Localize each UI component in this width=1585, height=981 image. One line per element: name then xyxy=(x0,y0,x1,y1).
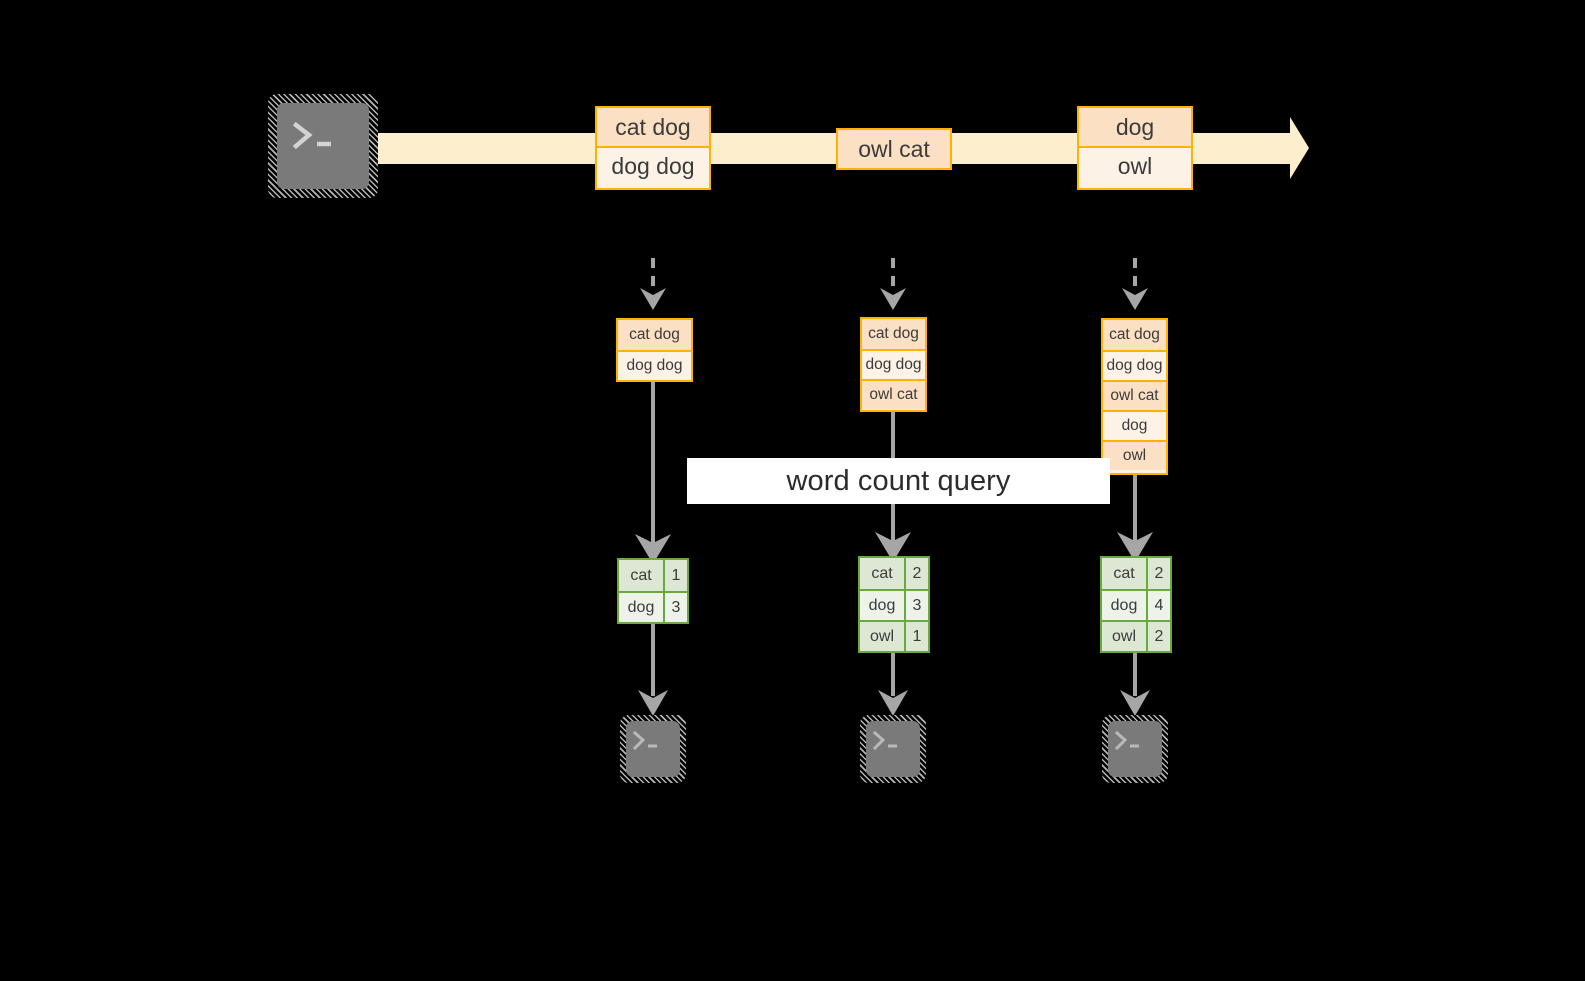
column-2-word-3: owl xyxy=(860,622,904,651)
stream-batch-3-line-1: dog xyxy=(1079,108,1191,146)
column-3-count-3: 2 xyxy=(1146,622,1170,651)
prompt-caret-underscore-icon xyxy=(632,730,657,751)
column-2-count-table[interactable]: cat 2 dog 3 owl 1 xyxy=(858,556,930,653)
stream-batch-1[interactable]: cat dog dog dog xyxy=(595,106,711,190)
column-3-query-line xyxy=(1133,475,1137,550)
column-1-accumulated-records[interactable]: cat dog dog dog xyxy=(616,318,693,382)
stream-batch-3[interactable]: dog owl xyxy=(1077,106,1193,190)
column-3-sink-line xyxy=(1133,653,1137,696)
column-1-sink-line xyxy=(651,624,655,696)
column-3-count-1: 2 xyxy=(1146,558,1170,589)
table-row: owl 2 xyxy=(1102,620,1170,651)
column-3-word-1: cat xyxy=(1102,558,1146,589)
column-2-feed-dash xyxy=(891,258,895,290)
stream-arrowhead xyxy=(1290,117,1309,179)
column-1-record-1: cat dog xyxy=(618,320,691,350)
column-2-sink-arrowhead xyxy=(878,690,908,716)
column-1-sink-arrowhead xyxy=(638,690,668,716)
column-3-accumulated-records[interactable]: cat dog dog dog owl cat dog owl xyxy=(1101,318,1168,475)
column-1-word-2: dog xyxy=(619,593,663,622)
column-2-query-arrowhead xyxy=(875,532,911,562)
column-3-sink-terminal-icon xyxy=(1102,715,1168,783)
column-3-feed-arrowhead xyxy=(1122,288,1148,310)
column-2-sink-line xyxy=(891,653,895,696)
column-2-count-1: 2 xyxy=(904,558,928,589)
column-3-feed-dash xyxy=(1133,258,1137,290)
table-row: cat 2 xyxy=(1102,558,1170,589)
column-1-record-2: dog dog xyxy=(618,350,691,380)
column-2-record-1: cat dog xyxy=(862,319,925,349)
column-3-word-2: dog xyxy=(1102,591,1146,620)
column-1-query-line xyxy=(651,382,655,552)
column-3-record-4: dog xyxy=(1103,410,1166,440)
column-3-record-3: owl cat xyxy=(1103,380,1166,410)
column-1-feed-arrowhead xyxy=(640,288,666,310)
column-2-record-2: dog dog xyxy=(862,349,925,379)
column-1-sink-terminal-icon xyxy=(620,715,686,783)
column-2-record-3: owl cat xyxy=(862,379,925,409)
prompt-caret-underscore-icon xyxy=(1114,730,1139,751)
column-3-record-2: dog dog xyxy=(1103,350,1166,380)
column-1-word-1: cat xyxy=(619,560,663,591)
column-2-feed-arrowhead xyxy=(880,288,906,310)
column-1-feed-dash xyxy=(651,258,655,290)
word-count-query-label: word count query xyxy=(786,464,1011,497)
stream-batch-2[interactable]: owl cat xyxy=(836,128,952,170)
word-count-query-banner: word count query xyxy=(687,458,1110,504)
stream-batch-1-line-1: cat dog xyxy=(597,108,709,146)
table-row: dog 4 xyxy=(1102,589,1170,620)
column-2-count-3: 1 xyxy=(904,622,928,651)
prompt-caret-underscore-icon xyxy=(292,121,331,150)
table-row: cat 1 xyxy=(619,560,687,591)
prompt-caret-underscore-icon xyxy=(872,730,897,751)
column-3-word-3: owl xyxy=(1102,622,1146,651)
column-2-word-2: dog xyxy=(860,591,904,620)
column-1-count-table[interactable]: cat 1 dog 3 xyxy=(617,558,689,624)
column-1-count-2: 3 xyxy=(663,593,687,622)
column-3-count-2: 4 xyxy=(1146,591,1170,620)
stream-batch-1-line-2: dog dog xyxy=(597,146,709,184)
table-row: cat 2 xyxy=(860,558,928,589)
column-3-record-1: cat dog xyxy=(1103,320,1166,350)
column-3-record-5: owl xyxy=(1103,440,1166,470)
column-1-query-arrowhead xyxy=(635,534,671,564)
column-2-sink-terminal-icon xyxy=(860,715,926,783)
stream-batch-3-line-2: owl xyxy=(1079,146,1191,184)
table-row: dog 3 xyxy=(619,591,687,622)
column-3-query-arrowhead xyxy=(1117,532,1153,562)
column-2-accumulated-records[interactable]: cat dog dog dog owl cat xyxy=(860,317,927,412)
column-1-count-1: 1 xyxy=(663,560,687,591)
table-row: owl 1 xyxy=(860,620,928,651)
source-terminal-icon xyxy=(268,94,378,198)
column-3-sink-arrowhead xyxy=(1120,690,1150,716)
stream-batch-2-line-1: owl cat xyxy=(838,130,950,168)
column-3-count-table[interactable]: cat 2 dog 4 owl 2 xyxy=(1100,556,1172,653)
table-row: dog 3 xyxy=(860,589,928,620)
column-2-count-2: 3 xyxy=(904,591,928,620)
column-2-word-1: cat xyxy=(860,558,904,589)
